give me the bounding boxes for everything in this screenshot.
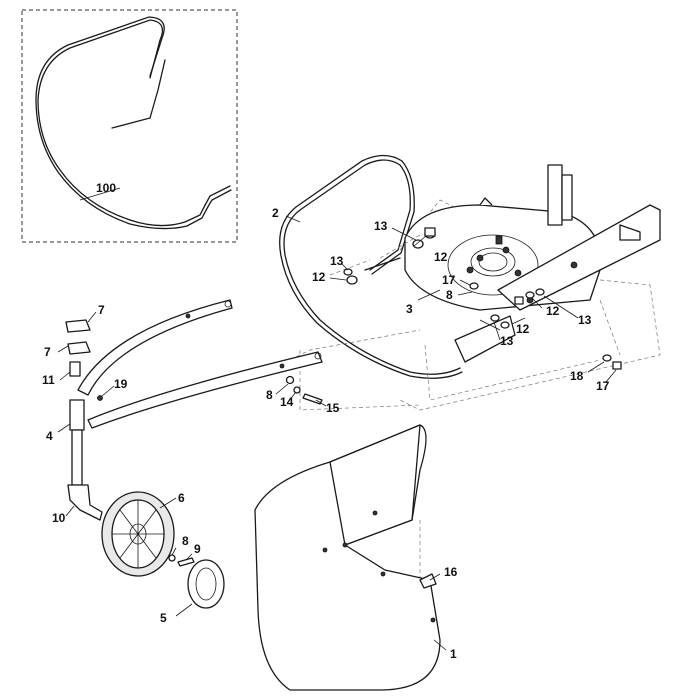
- label-17-right: 17: [596, 379, 610, 393]
- label-13-right-a: 13: [500, 334, 514, 348]
- deck-3: [404, 164, 661, 311]
- label-8-axle: 8: [266, 388, 273, 402]
- hubcap-5: [187, 559, 225, 609]
- axle-arm-4: [65, 299, 323, 521]
- label-13-top: 13: [374, 219, 388, 233]
- label-3: 3: [406, 302, 413, 316]
- label-4: 4: [46, 429, 53, 443]
- label-1: 1: [450, 647, 457, 661]
- label-8-wheel: 8: [182, 534, 189, 548]
- callout-labels: 100 2 3 13 12 13 12 17 8 7 7 11 19 4 8 1…: [42, 181, 610, 661]
- label-100: 100: [96, 181, 116, 195]
- label-10: 10: [52, 511, 66, 525]
- label-9: 9: [194, 542, 201, 556]
- label-15: 15: [326, 401, 340, 415]
- wheel-6: [101, 491, 195, 577]
- leader-lines: [57, 187, 617, 651]
- label-7-bottom: 7: [44, 345, 51, 359]
- axle-fasteners: [97, 375, 323, 405]
- label-5: 5: [160, 611, 167, 625]
- label-19: 19: [114, 377, 128, 391]
- label-14: 14: [280, 395, 294, 409]
- handle-100: [35, 16, 232, 230]
- label-8-deck: 8: [446, 288, 453, 302]
- axle-rod: [364, 257, 516, 363]
- grass-bag-1: [254, 424, 441, 691]
- inset-frame: [21, 9, 238, 243]
- label-6: 6: [178, 491, 185, 505]
- label-12-right-b: 12: [546, 304, 560, 318]
- label-12-left: 12: [312, 270, 326, 284]
- label-13-right-b: 13: [578, 313, 592, 327]
- label-2: 2: [272, 206, 279, 220]
- label-18: 18: [570, 369, 584, 383]
- label-12-top: 12: [434, 250, 448, 264]
- label-11: 11: [42, 373, 55, 387]
- label-16: 16: [444, 565, 458, 579]
- label-7-top: 7: [98, 303, 105, 317]
- deck-fasteners: [343, 227, 622, 370]
- label-17-deck: 17: [442, 273, 456, 287]
- label-12-right-a: 12: [516, 322, 530, 336]
- label-13-left: 13: [330, 254, 344, 268]
